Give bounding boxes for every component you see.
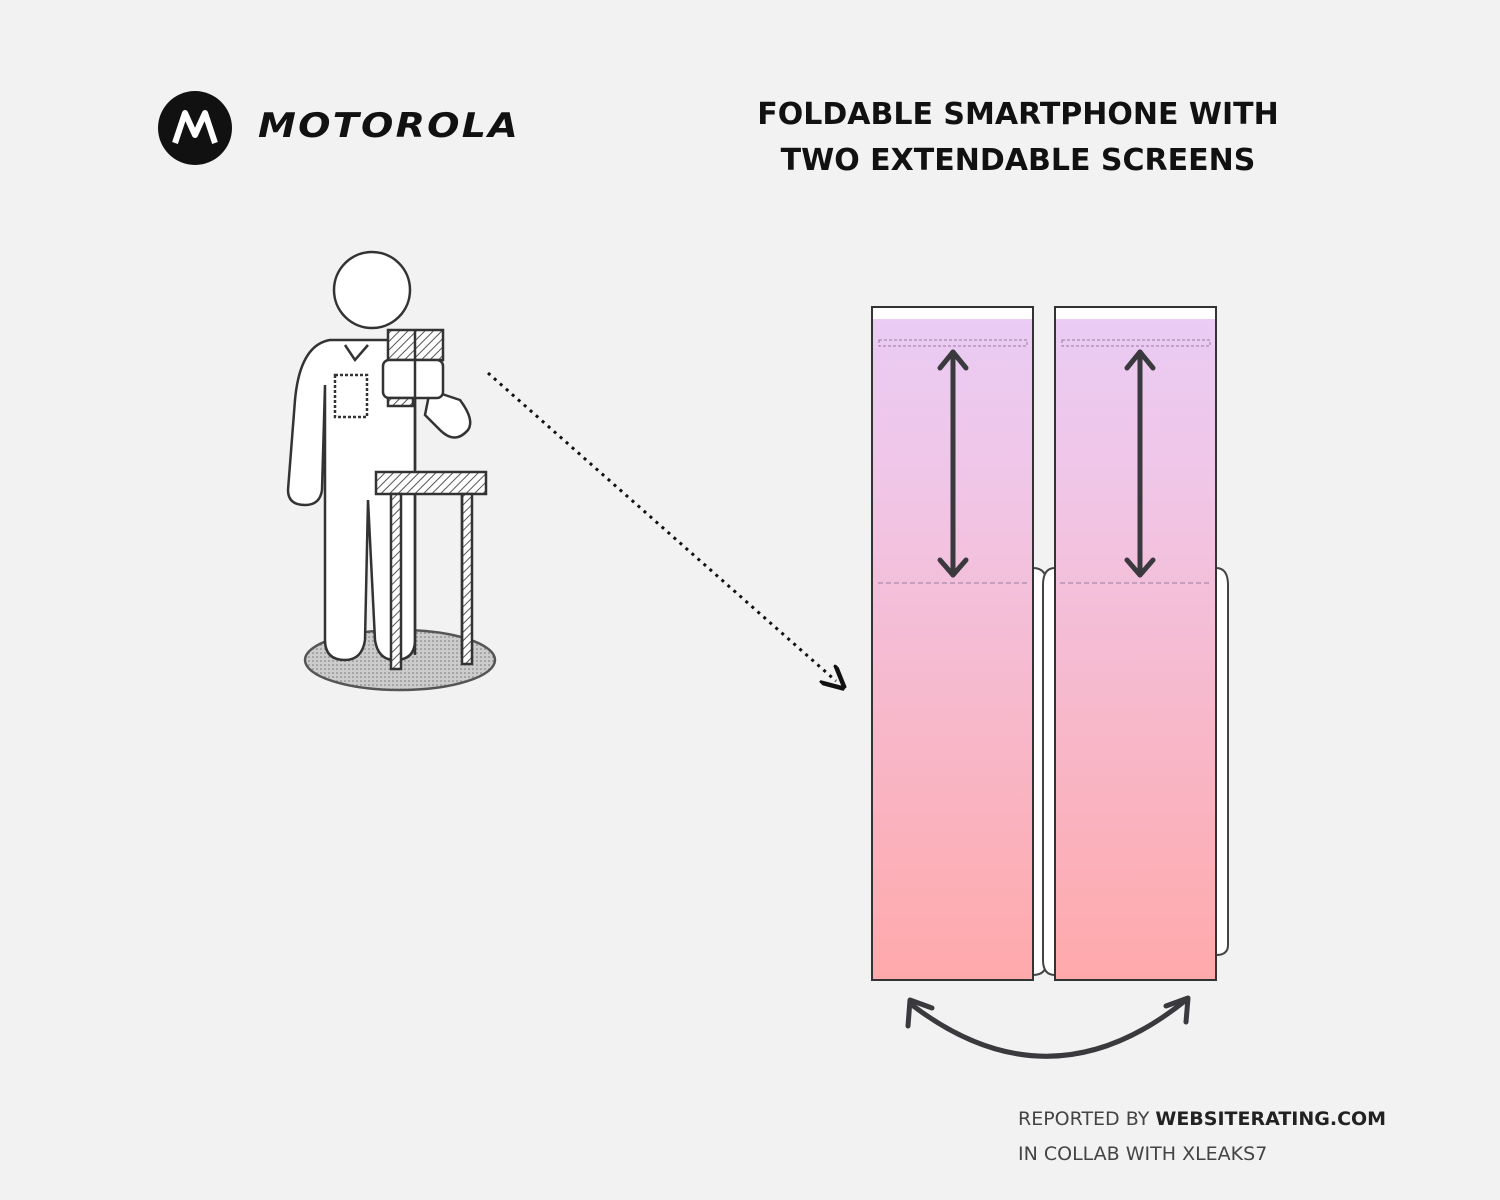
right-screen <box>1054 306 1217 981</box>
fold-arrow <box>905 995 1191 1059</box>
brand-name: MOTOROLA <box>258 106 520 146</box>
reported-site: WEBSITERATING.COM <box>1155 1108 1387 1130</box>
motorola-logo-icon <box>158 91 232 165</box>
pointer-arrow <box>487 371 836 681</box>
reported-prefix: REPORTED BY <box>1018 1108 1156 1130</box>
page-title: FOLDABLE SMARTPHONE WITH TWO EXTENDABLE … <box>718 92 1318 184</box>
collab-text: IN COLLAB WITH XLEAKS7 <box>1018 1143 1268 1165</box>
person-figure <box>286 250 497 692</box>
reported-by: REPORTED BY WEBSITERATING.COM <box>1018 1108 1386 1130</box>
extend-arrow-left <box>937 349 969 578</box>
extend-arrow-right <box>1124 349 1156 578</box>
title-line-1: FOLDABLE SMARTPHONE WITH <box>757 97 1279 132</box>
foldable-phone <box>871 306 1229 1059</box>
title-line-2: TWO EXTENDABLE SCREENS <box>780 143 1256 178</box>
